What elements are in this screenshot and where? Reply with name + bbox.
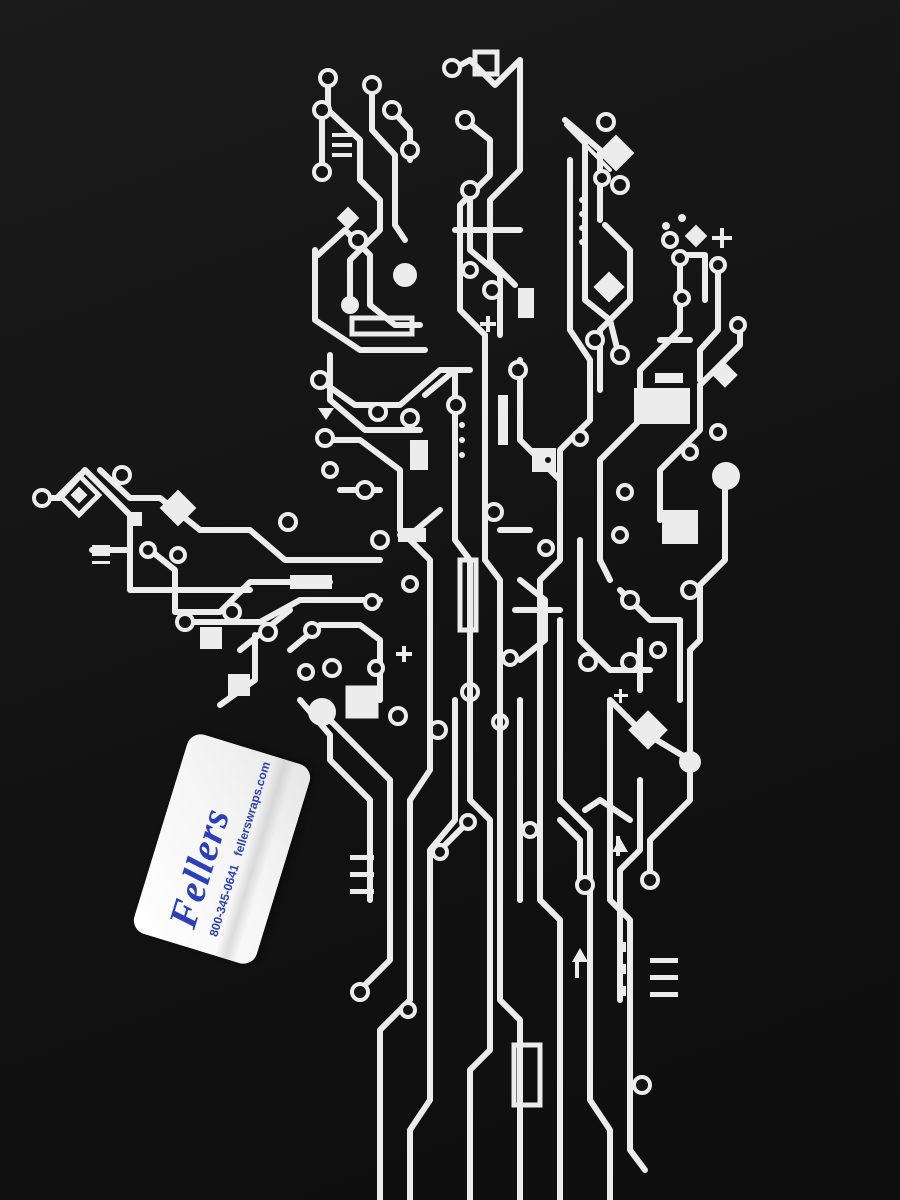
up-arrow-icon: [612, 838, 628, 852]
up-arrow-icon: [572, 948, 588, 962]
wrist-pads: [318, 408, 678, 1095]
middle-finger-pads: [579, 112, 635, 365]
middle-finger-traces: [562, 117, 633, 423]
index-finger-pads: [634, 214, 747, 424]
thumb-traces: [39, 467, 383, 708]
ring-finger-pads: [442, 58, 534, 332]
down-arrow-icon: [318, 408, 334, 420]
pinky-finger-traces: [312, 75, 428, 353]
ring-finger-traces: [452, 49, 523, 338]
wrist-traces: [357, 617, 693, 1200]
thumb-pads: [32, 465, 332, 696]
pinky-finger-pads: [312, 68, 420, 314]
